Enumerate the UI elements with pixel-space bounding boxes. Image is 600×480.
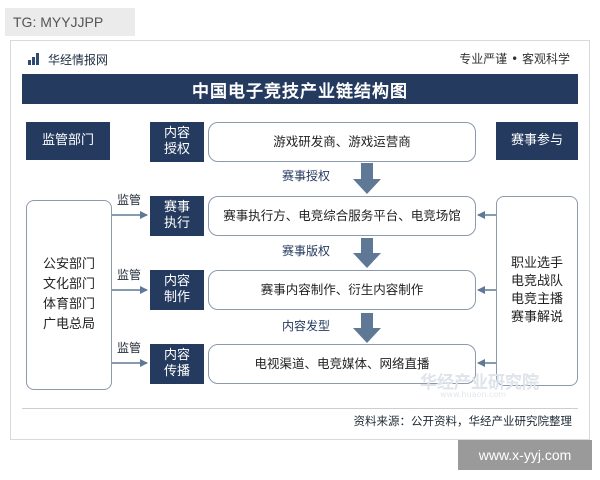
stage-content-production: 赛事内容制作、衍生内容制作 — [208, 270, 476, 310]
participants-list-box: 职业选手 电竞战队 电竞主播 赛事解说 — [496, 196, 578, 386]
stage-tag-execution: 赛事 执行 — [150, 196, 204, 236]
participant-item: 职业选手 — [510, 256, 563, 271]
participant-item: 电竞战队 — [510, 274, 563, 289]
stage-tag-licensing: 内容 授权 — [150, 122, 204, 162]
down-arrow-3 — [353, 313, 381, 343]
supervise-label: 监管 — [117, 193, 142, 207]
department-item: 公安部门 — [42, 257, 95, 272]
watermark-text: 华经产业研究院 — [420, 373, 539, 393]
channel-tag: TG: MYYJJPP — [5, 8, 135, 36]
participant-item: 电竞主播 — [510, 292, 563, 307]
slogan: 专业严谨 • 客观科学 — [459, 52, 570, 66]
page-title: 中国电子竞技产业链结构图 — [22, 74, 578, 104]
stage-tag-distribution: 内容 传播 — [150, 344, 204, 384]
regulator-list-box: 公安部门 文化部门 体育部门 广电总局 — [26, 200, 112, 390]
footer-divider — [22, 408, 578, 409]
supervise-label: 监管 — [117, 341, 142, 355]
flow-label-event-copyright: 赛事版权 — [282, 244, 331, 258]
down-arrow-1 — [353, 163, 381, 194]
stage-content-execution: 赛事执行方、电竞综合服务平台、电竞场馆 — [208, 196, 476, 236]
flow-label-event-license: 赛事授权 — [282, 169, 331, 183]
participant-item: 赛事解说 — [510, 310, 563, 325]
supervise-label: 监管 — [117, 268, 142, 282]
regulator-header: 监管部门 — [26, 122, 110, 160]
stage-tag-production: 内容 制作 — [150, 270, 204, 310]
site-url-badge: www.x-yyj.com — [458, 440, 592, 470]
source-note: 资料来源：公开资料，华经产业研究院整理 — [353, 414, 573, 428]
brand-name: 华经情报网 — [48, 52, 109, 67]
brand: 华经情报网 — [28, 50, 108, 68]
stage-content-distribution: 电视渠道、电竞媒体、网络直播 — [208, 344, 476, 384]
stage-content-licensing: 游戏研发商、游戏运营商 — [208, 122, 476, 162]
participants-header: 赛事参与 — [496, 122, 578, 160]
department-item: 体育部门 — [42, 297, 95, 312]
department-item: 广电总局 — [42, 317, 95, 332]
brand-logo-icon — [28, 53, 42, 65]
department-item: 文化部门 — [42, 277, 95, 292]
flow-label-content-release: 内容发型 — [282, 319, 331, 333]
down-arrow-2 — [353, 238, 381, 268]
watermark-url: www.huaon.com — [440, 390, 507, 399]
